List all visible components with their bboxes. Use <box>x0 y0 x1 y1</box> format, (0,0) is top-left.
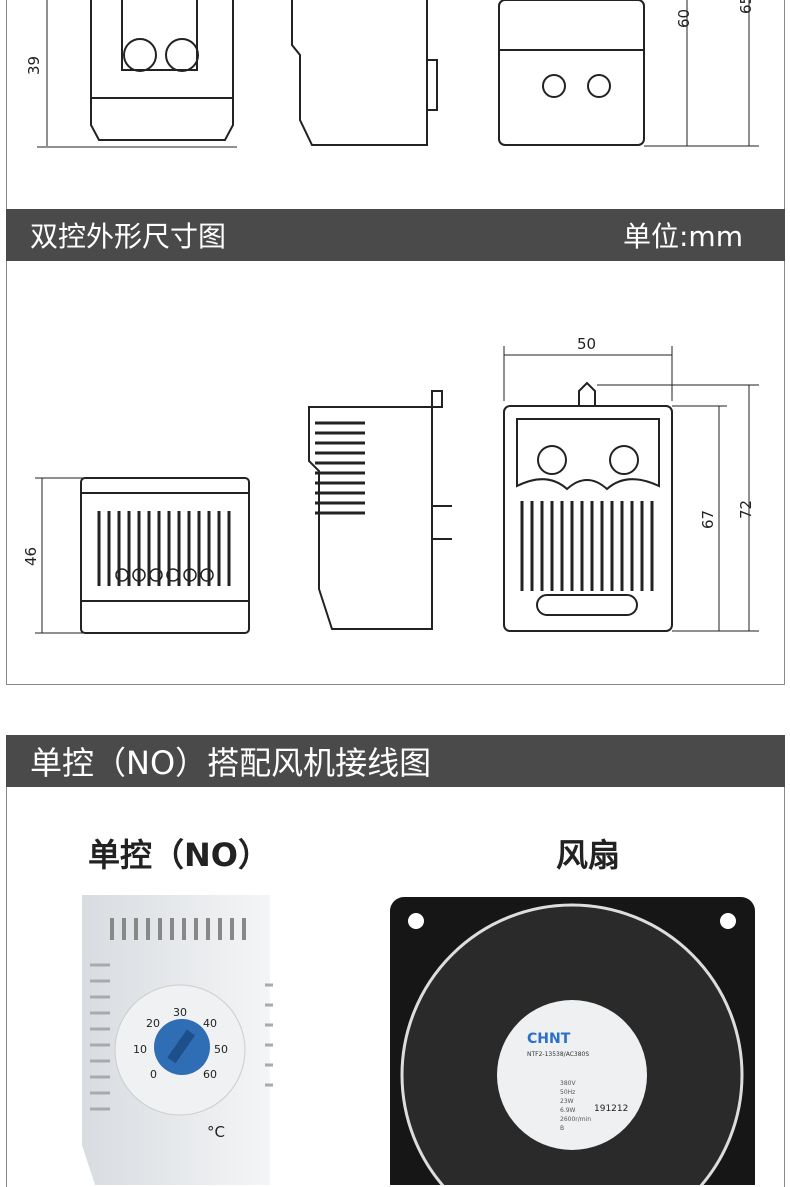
fan-brand: CHNT <box>527 1031 571 1047</box>
svg-text:50Hz: 50Hz <box>560 1089 575 1096</box>
dim-height-72: 72 <box>737 500 755 519</box>
dim-39: 39 <box>25 56 43 75</box>
dial-50: 50 <box>214 1043 228 1056</box>
svg-text:2600r/min: 2600r/min <box>560 1116 591 1123</box>
dial-0: 0 <box>150 1068 157 1081</box>
dim-65: 65 <box>737 0 755 14</box>
fan-serial: 191212 <box>594 1104 628 1114</box>
dual-control-dimension-drawing: 50 46 67 72 <box>22 335 759 634</box>
celsius-label: °C <box>207 1123 225 1141</box>
dim-60: 60 <box>675 9 693 28</box>
fan-label: 风扇 <box>556 836 621 874</box>
dial-20: 20 <box>146 1017 160 1030</box>
dial-30: 30 <box>173 1006 187 1019</box>
wiring-section-header: 单控（NO）搭配风机接线图 <box>6 735 785 787</box>
dial-60: 60 <box>203 1068 217 1081</box>
dial-40: 40 <box>203 1017 217 1030</box>
fan-label-sticker <box>497 1000 647 1150</box>
dim-height-67: 67 <box>699 510 717 529</box>
unit-label: 单位:mm <box>623 220 743 253</box>
dim-height-46: 46 <box>22 547 40 566</box>
dual-control-section-header: 双控外形尺寸图 单位:mm <box>6 209 785 261</box>
svg-text:23W: 23W <box>560 1098 574 1105</box>
svg-text:6.9W: 6.9W <box>560 1107 576 1114</box>
top-drawing-panel: 39 60 65 <box>6 0 785 210</box>
dial-10: 10 <box>133 1043 147 1056</box>
section-title: 双控外形尺寸图 <box>30 220 227 253</box>
single-control-dimension-drawing: 39 60 65 <box>25 0 759 148</box>
dual-drawing-panel: 50 46 67 72 <box>6 261 785 685</box>
svg-text:B: B <box>560 1125 564 1132</box>
fan-model: NTF2-13538/AC380S <box>527 1051 589 1058</box>
dim-width-50: 50 <box>577 335 596 353</box>
section-title: 单控（NO）搭配风机接线图 <box>30 744 432 782</box>
thermostat-label: 单控（NO） <box>88 836 270 874</box>
svg-text:380V: 380V <box>560 1080 576 1087</box>
